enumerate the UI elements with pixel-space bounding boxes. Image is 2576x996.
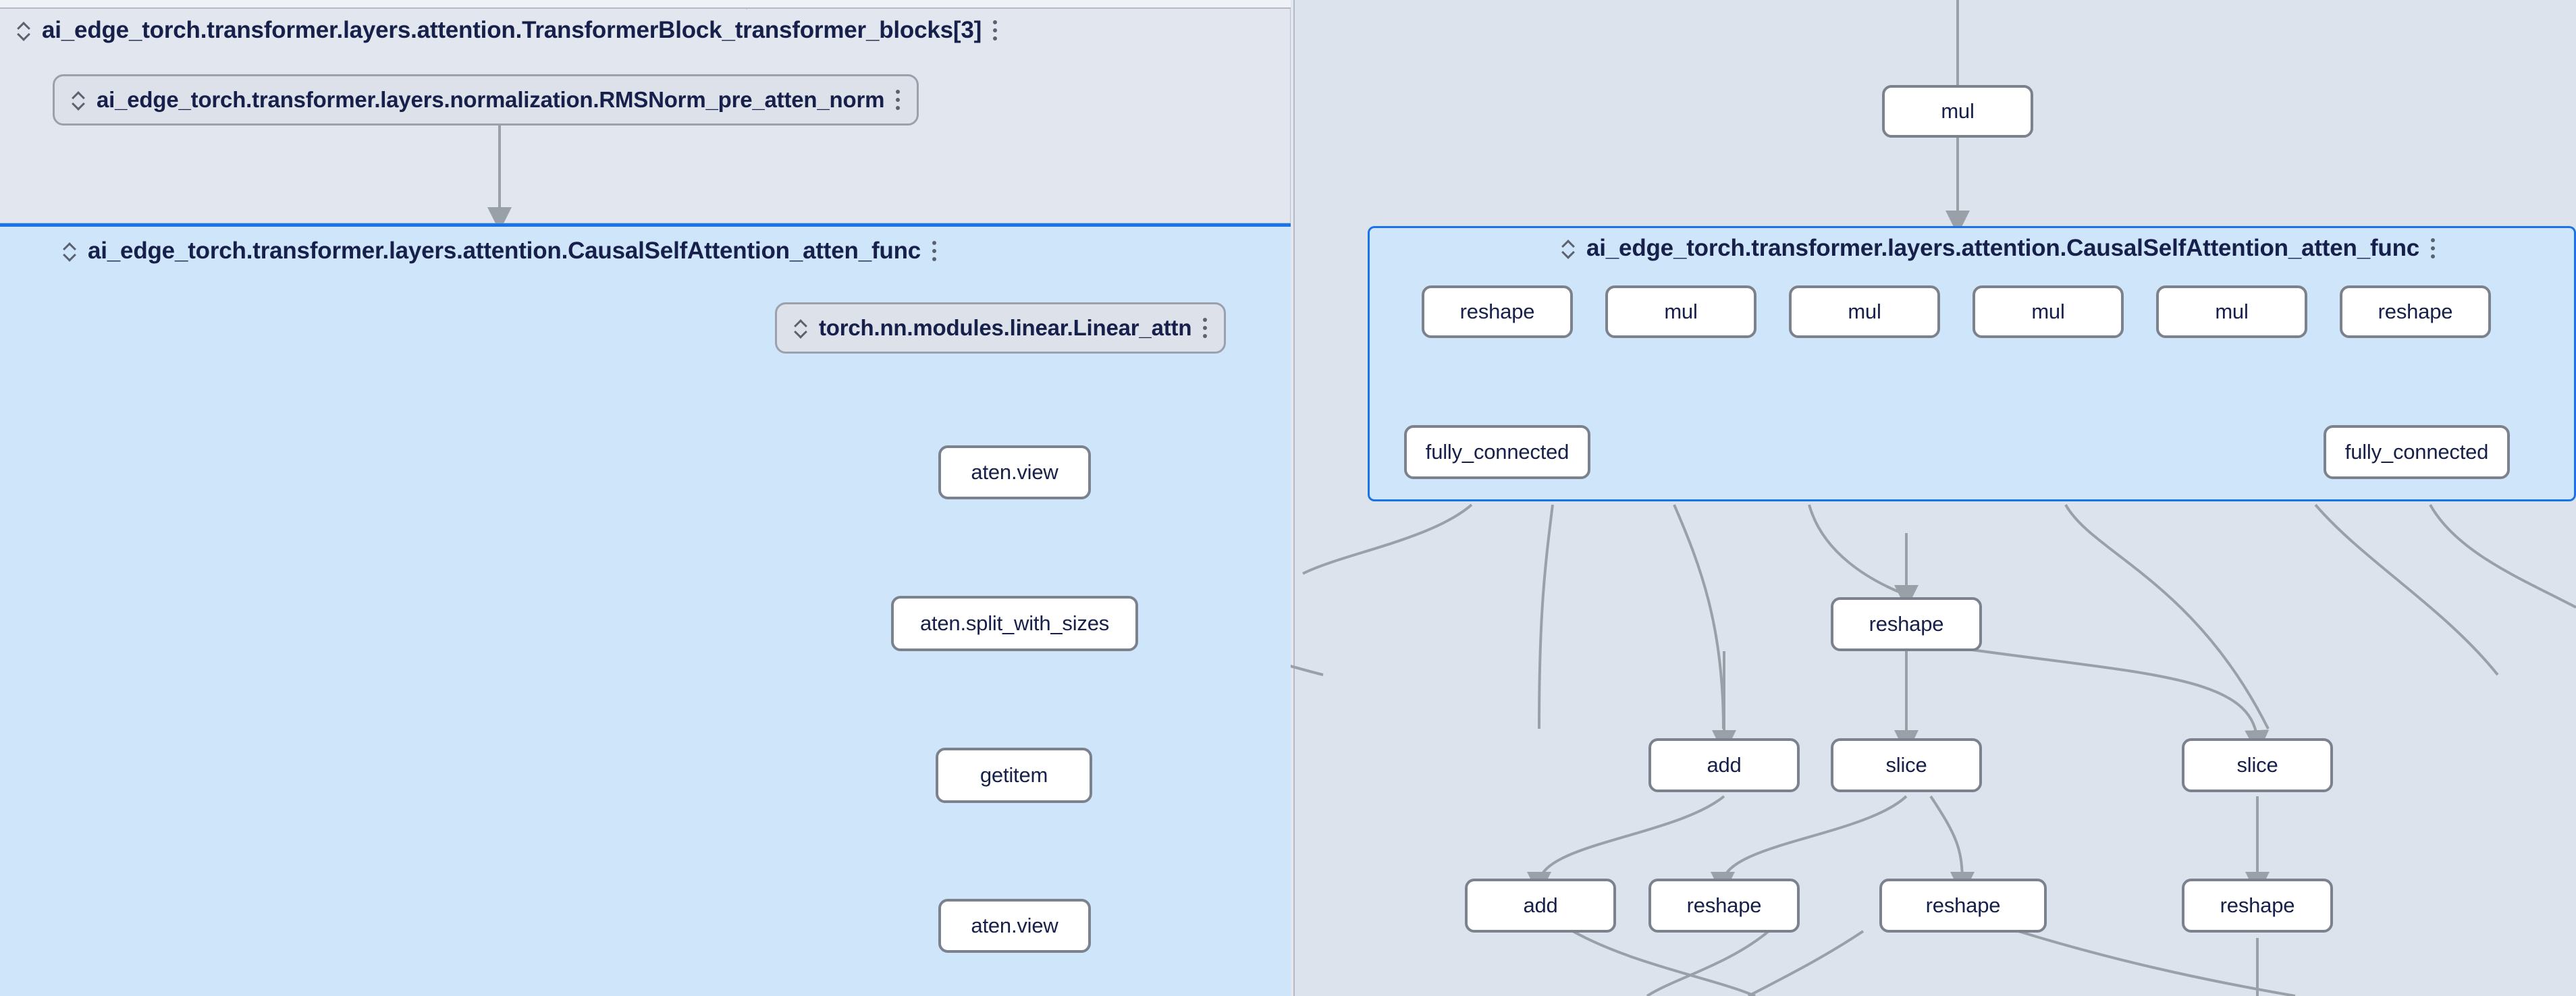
op-label: mul: [1664, 300, 1698, 323]
op-node-mul-1[interactable]: mul: [1605, 285, 1756, 338]
op-node-add-b[interactable]: add: [1465, 879, 1616, 933]
op-node-reshape-r1[interactable]: reshape: [1648, 879, 1800, 933]
panel-top-divider: [0, 0, 1291, 9]
op-label: mul: [1941, 99, 1975, 123]
rms-norm-label: ai_edge_torch.transformer.layers.normali…: [97, 87, 885, 112]
op-node-reshape-r3[interactable]: reshape: [2182, 879, 2333, 933]
op-node-reshape-r2[interactable]: reshape: [1879, 879, 2047, 933]
more-vert-icon[interactable]: [894, 87, 902, 113]
op-label: mul: [2215, 300, 2249, 323]
collapse-icon[interactable]: [15, 17, 32, 44]
op-label: mul: [2031, 300, 2065, 323]
op-node-mul-3[interactable]: mul: [1973, 285, 2124, 338]
op-label: slice: [2236, 753, 2278, 777]
linear-attn-node[interactable]: torch.nn.modules.linear.Linear_attn: [775, 302, 1227, 354]
causal-self-attention-right-label: ai_edge_torch.transformer.layers.attenti…: [1586, 235, 2420, 261]
op-label: reshape: [1925, 893, 2001, 917]
op-label: getitem: [980, 763, 1048, 787]
transformer-block-label: ai_edge_torch.transformer.layers.attenti…: [42, 17, 982, 43]
more-vert-icon[interactable]: [991, 18, 999, 43]
op-node-mul-2[interactable]: mul: [1789, 285, 1940, 338]
op-node-fully-connected-right[interactable]: fully_connected: [2324, 425, 2510, 479]
op-label: aten.view: [971, 460, 1058, 484]
op-node-slice-b[interactable]: slice: [2182, 738, 2333, 792]
transformer-block-group-header[interactable]: ai_edge_torch.transformer.layers.attenti…: [15, 17, 999, 44]
op-label: reshape: [1869, 612, 1944, 636]
op-node-mul-4[interactable]: mul: [2156, 285, 2307, 338]
op-label: aten.split_with_sizes: [919, 611, 1110, 635]
op-label: reshape: [1686, 893, 1762, 917]
op-node-reshape-k[interactable]: reshape: [2340, 285, 2491, 338]
op-label: reshape: [2220, 893, 2295, 917]
op-node-reshape-q[interactable]: reshape: [1422, 285, 1573, 338]
op-node-getitem[interactable]: getitem: [936, 748, 1092, 803]
linear-attn-label: torch.nn.modules.linear.Linear_attn: [819, 315, 1192, 340]
causal-self-attention-left-label: ai_edge_torch.transformer.layers.attenti…: [88, 238, 921, 264]
op-node-aten-view-2[interactable]: aten.view: [938, 899, 1091, 953]
more-vert-icon[interactable]: [1201, 315, 1209, 341]
op-node-aten-split-with-sizes[interactable]: aten.split_with_sizes: [891, 596, 1138, 651]
op-node-slice-a[interactable]: slice: [1831, 738, 1982, 792]
op-label: reshape: [2378, 300, 2453, 323]
op-node-aten-view-1[interactable]: aten.view: [938, 445, 1091, 499]
op-label: add: [1707, 753, 1742, 777]
op-label: fully_connected: [2344, 440, 2489, 464]
op-node-fully-connected-left[interactable]: fully_connected: [1404, 425, 1590, 479]
op-node-add-a[interactable]: add: [1648, 738, 1800, 792]
collapse-icon[interactable]: [61, 238, 78, 265]
more-vert-icon[interactable]: [930, 238, 938, 264]
op-label: aten.view: [971, 914, 1058, 937]
op-label: mul: [1848, 300, 1881, 323]
op-node-mul-top[interactable]: mul: [1882, 85, 2033, 138]
op-label: reshape: [1459, 300, 1535, 323]
op-label: slice: [1885, 753, 1927, 777]
op-label: fully_connected: [1425, 440, 1569, 464]
op-label: add: [1523, 893, 1558, 917]
collapse-icon[interactable]: [1559, 235, 1577, 262]
more-vert-icon[interactable]: [2429, 236, 2437, 261]
guide-column-1: [1293, 0, 1295, 996]
expand-collapse-icon[interactable]: [792, 314, 809, 341]
causal-self-attention-right-header[interactable]: ai_edge_torch.transformer.layers.attenti…: [1559, 235, 2437, 262]
expand-collapse-icon[interactable]: [70, 86, 87, 113]
causal-self-attention-left-header[interactable]: ai_edge_torch.transformer.layers.attenti…: [61, 238, 938, 265]
op-node-reshape-mid[interactable]: reshape: [1831, 597, 1982, 651]
rms-norm-node[interactable]: ai_edge_torch.transformer.layers.normali…: [53, 74, 919, 126]
